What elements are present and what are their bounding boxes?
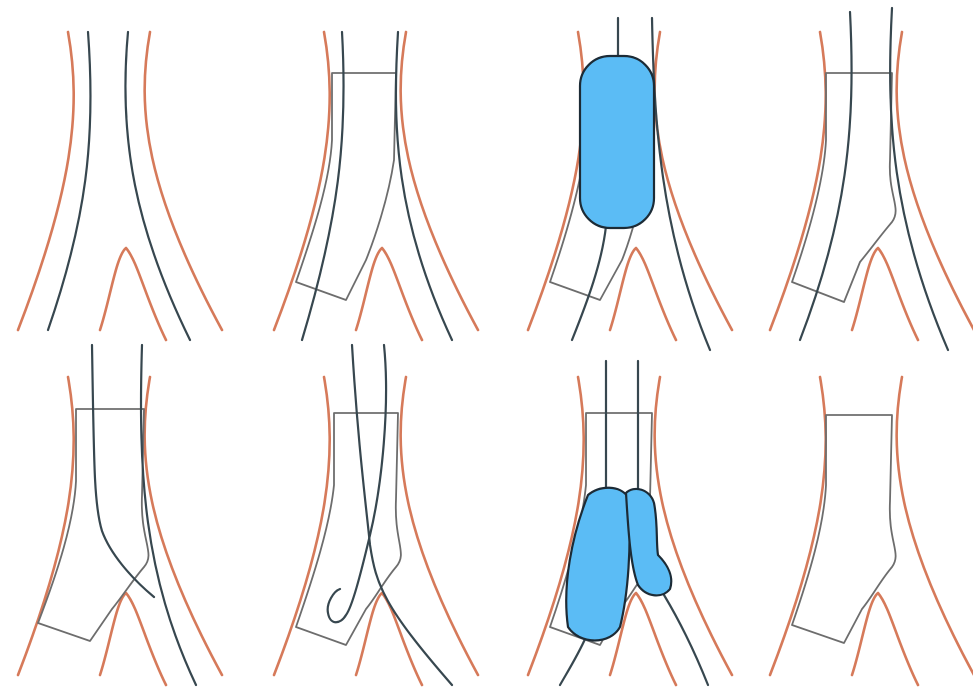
- guidewire-side: [396, 32, 452, 340]
- stent-outline: [792, 415, 896, 643]
- panel-5: [18, 345, 222, 685]
- vessel-wall: [274, 377, 478, 685]
- panel-2: [274, 32, 478, 340]
- panel-3: [528, 18, 732, 350]
- panel-1: [18, 32, 222, 340]
- vessel-wall: [18, 377, 222, 685]
- guidewire-main: [800, 12, 852, 340]
- vessel-wall: [274, 32, 478, 340]
- panel-7: [528, 361, 732, 685]
- stent-outline: [296, 73, 396, 300]
- guidewire-main: [302, 32, 344, 340]
- guidewire-side: [141, 345, 196, 685]
- panel-4: [770, 8, 973, 350]
- guidewire-main: [92, 345, 154, 597]
- balloon-side: [626, 489, 671, 595]
- guidewire-side: [125, 32, 190, 340]
- vessel-wall: [770, 377, 973, 685]
- guidewire-main: [48, 32, 91, 330]
- vessel-wall: [18, 32, 222, 340]
- guidewire-side: [652, 18, 710, 350]
- balloon-main: [580, 56, 654, 228]
- stent-outline: [792, 73, 896, 302]
- balloon-main: [566, 488, 629, 641]
- vessel-wall: [770, 32, 973, 340]
- panel-6: [274, 345, 478, 685]
- panel-8: [770, 377, 973, 685]
